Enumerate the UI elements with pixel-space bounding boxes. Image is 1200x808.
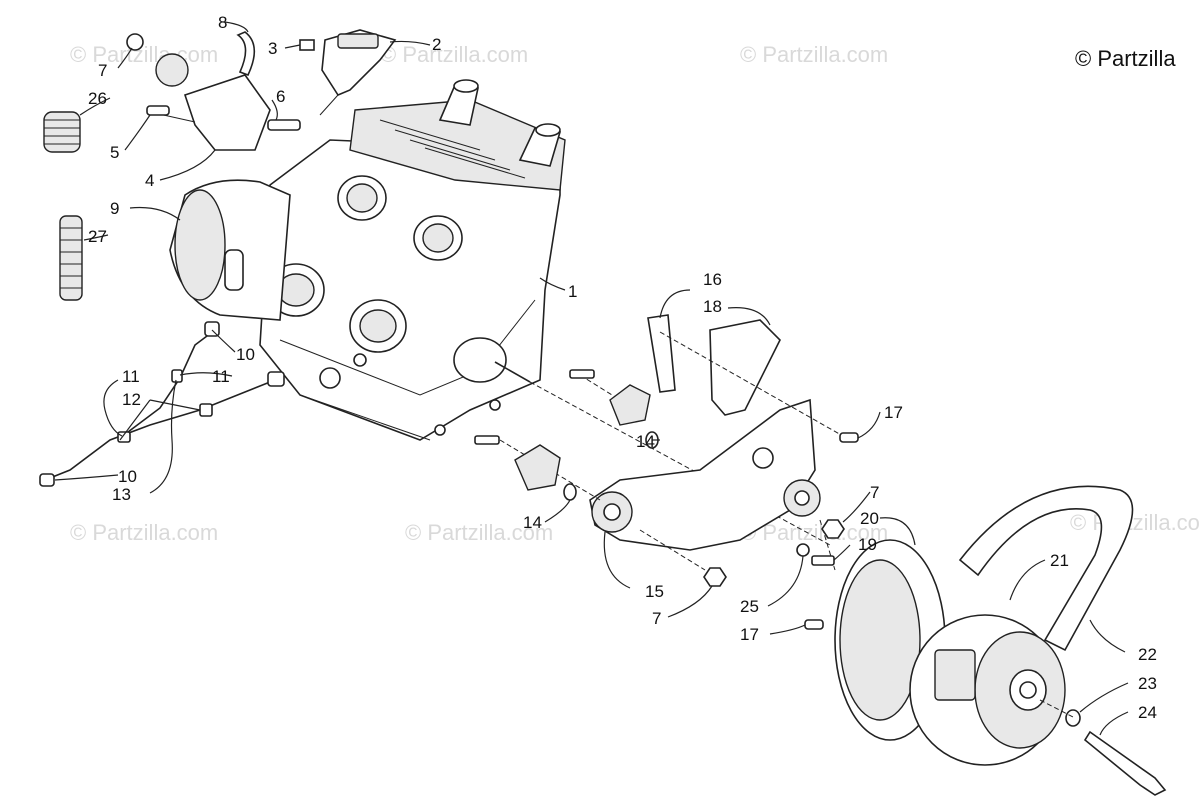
callout-9: 9 xyxy=(110,199,119,218)
callout-21: 21 xyxy=(1050,551,1069,570)
callout-20: 20 xyxy=(860,509,879,528)
callout-11-right: 11 xyxy=(212,367,230,386)
watermark: © Partzilla.com xyxy=(70,520,218,545)
callout-17-top: 17 xyxy=(884,403,903,422)
drive-clutch xyxy=(834,539,1066,766)
engine-assembly xyxy=(259,79,831,546)
callout-10-top: 10 xyxy=(236,345,255,364)
watermark: © Partzilla.com xyxy=(405,520,553,545)
callout-18: 18 xyxy=(703,297,722,316)
fuel-lines xyxy=(39,321,285,487)
mount-plates xyxy=(647,314,781,416)
callout-11-left: 11 xyxy=(122,367,140,386)
recoil-housing xyxy=(169,179,291,321)
callout-26: 26 xyxy=(88,89,107,108)
watermark: © Partzilla.com xyxy=(1070,510,1200,535)
callout-6: 6 xyxy=(276,87,285,106)
engine-bracket xyxy=(474,331,859,630)
callout-2: 2 xyxy=(432,35,441,54)
callout-5: 5 xyxy=(110,143,119,162)
callout-7-right: 7 xyxy=(870,483,879,502)
clutch-bolt xyxy=(1039,699,1167,796)
callout-25: 25 xyxy=(740,597,759,616)
callout-12: 12 xyxy=(122,390,141,409)
callout-27: 27 xyxy=(88,227,107,246)
watermark: © Partzilla.com xyxy=(70,42,218,67)
callout-10-bottom: 10 xyxy=(118,467,137,486)
callout-22: 22 xyxy=(1138,645,1157,664)
watermark: © Partzilla.com xyxy=(380,42,528,67)
callout-labels: 1 2 3 4 5 6 7 7 7 8 9 10 10 11 11 12 13 … xyxy=(88,13,1157,722)
watermark-layer: © Partzilla.com © Partzilla.com © Partzi… xyxy=(70,42,1200,545)
leader-lines xyxy=(54,21,1129,736)
callout-4: 4 xyxy=(145,171,154,190)
top-bracket-parts xyxy=(126,29,397,151)
drive-belt xyxy=(958,485,1134,652)
callout-1: 1 xyxy=(568,282,577,301)
callout-8: 8 xyxy=(218,13,227,32)
callout-19: 19 xyxy=(858,535,877,554)
callout-14-upper: 14 xyxy=(636,432,655,451)
spring-27 xyxy=(59,215,83,301)
callout-23: 23 xyxy=(1138,674,1157,693)
callout-17-bottom: 17 xyxy=(740,625,759,644)
callout-7-bottom: 7 xyxy=(652,609,661,628)
callout-3: 3 xyxy=(268,39,277,58)
callout-15: 15 xyxy=(645,582,664,601)
brand-label: © Partzilla xyxy=(1075,46,1176,71)
callout-14-lower: 14 xyxy=(523,513,542,532)
callout-16: 16 xyxy=(703,270,722,289)
callout-7-top: 7 xyxy=(98,61,107,80)
spring-26 xyxy=(43,111,81,153)
watermark: © Partzilla.com xyxy=(740,42,888,67)
callout-13: 13 xyxy=(112,485,131,504)
callout-24: 24 xyxy=(1138,703,1157,722)
